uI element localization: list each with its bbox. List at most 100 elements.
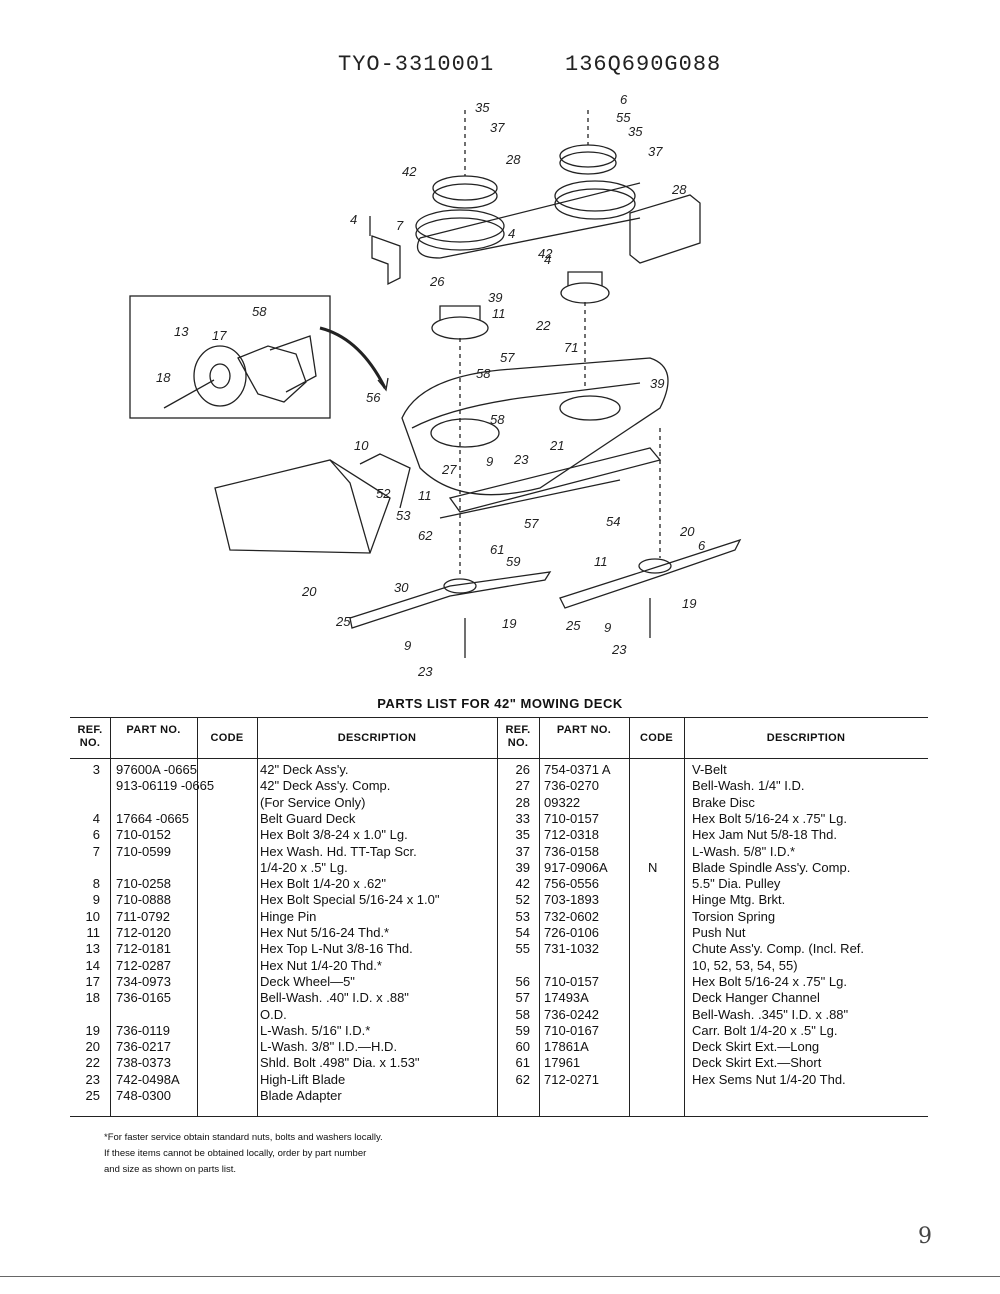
header-code: CODE <box>210 732 244 744</box>
cell-desc: Blade Spindle Ass'y. Comp. <box>692 859 851 875</box>
cell-part: 710-0152 <box>116 827 171 843</box>
cell-desc: Hinge Pin <box>260 908 317 924</box>
cell-desc: Hex Nut 5/16-24 Thd.* <box>260 925 390 940</box>
footnote-line: and size as shown on parts list. <box>104 1164 237 1175</box>
cell-ref: 7 <box>92 843 100 859</box>
cell-ref: 6 <box>92 827 100 843</box>
callout: 57 <box>500 350 515 365</box>
cell-ref: 13 <box>85 941 100 957</box>
cell-desc: Chute Ass'y. Comp. (Incl. Ref. <box>692 941 865 957</box>
footnote-line: *For faster service obtain standard nuts… <box>104 1132 383 1143</box>
cell-ref: 42 <box>515 876 530 892</box>
cell-desc: L-Wash. 5/8" I.D.* <box>692 843 796 859</box>
cell-part: 710-0157 <box>544 973 599 989</box>
deck-wheel-drawing <box>193 345 247 407</box>
callout: 28 <box>505 152 521 167</box>
cell-desc: Torsion Spring <box>692 908 776 924</box>
cell-ref: 8 <box>92 876 100 892</box>
cell-part: 736-0242 <box>544 1006 599 1022</box>
cell-ref: 60 <box>515 1039 530 1055</box>
cell-ref: 57 <box>515 990 530 1006</box>
callout: 9 <box>604 620 611 635</box>
cell-desc: 42" Deck Ass'y. <box>260 762 349 777</box>
cell-part: 710-0599 <box>116 843 171 859</box>
cell-ref: 19 <box>85 1022 100 1038</box>
cell-desc: Carr. Bolt 1/4-20 x .5" Lg. <box>692 1022 838 1038</box>
callout: 30 <box>394 580 409 595</box>
cell-part: 736-0119 <box>116 1022 170 1038</box>
cell-ref: 23 <box>85 1071 100 1087</box>
cell-desc: 1/4-20 x .5" Lg. <box>260 859 348 875</box>
callout: 54 <box>606 514 620 529</box>
callout: 21 <box>549 438 564 453</box>
cell-part: 917-0906A <box>544 859 608 875</box>
cell-desc: Hex Top L-Nut 3/8-16 Thd. <box>260 941 413 957</box>
cell-part: 97600A -0665 <box>116 762 197 777</box>
cell-part: 756-0556 <box>544 876 599 892</box>
belt-guard-drawing <box>629 194 701 264</box>
cell-ref: 37 <box>515 843 530 859</box>
cell-part: 732-0602 <box>544 908 599 924</box>
cell-part: 736-0217 <box>116 1039 171 1055</box>
cell-ref: 56 <box>515 973 530 989</box>
callout: 11 <box>418 488 432 503</box>
cell-ref: 18 <box>85 990 100 1006</box>
cell-desc: Hex Bolt 5/16-24 x .75" Lg. <box>692 810 847 826</box>
callout: 61 <box>490 542 504 557</box>
callout: 25 <box>335 614 351 629</box>
callout: 23 <box>513 452 529 467</box>
blade-right-drawing <box>559 538 742 609</box>
header-code-2: CODE <box>640 732 673 744</box>
callout: 42 <box>402 164 417 179</box>
deck-housing-drawing <box>401 357 669 496</box>
cell-part: 711-0792 <box>116 908 170 924</box>
cell-part: 17664 -0665 <box>116 810 190 826</box>
header-ref-2: REF. NO. <box>505 724 531 749</box>
parts-table: REF. NO. PART NO. CODE DESCRIPTION REF. … <box>70 717 928 1117</box>
callout: 23 <box>417 664 433 679</box>
model-code: TYO-3310001 <box>338 52 495 77</box>
parts-list-title: PARTS LIST FOR 42" MOWING DECK <box>377 696 623 711</box>
cell-ref: 35 <box>515 827 530 843</box>
cell-desc: 42" Deck Ass'y. Comp. <box>260 778 391 794</box>
callout: 19 <box>502 616 516 631</box>
callout: 4 <box>544 252 551 267</box>
cell-part: 738-0373 <box>116 1055 171 1071</box>
footer-rule <box>0 1276 1000 1277</box>
cell-part: 17493A <box>544 990 589 1006</box>
cell-ref: 4 <box>92 810 100 826</box>
cell-desc: 5.5" Dia. Pulley <box>692 876 781 892</box>
callout: 6 <box>698 538 706 553</box>
cell-part: 754-0371 A <box>544 762 611 777</box>
callout: 27 <box>441 462 457 477</box>
cell-desc: Hinge Mtg. Brkt. <box>692 892 786 908</box>
cell-part: 710-0258 <box>116 876 171 892</box>
callout: 6 <box>620 92 628 107</box>
cell-desc: Blade Adapter <box>260 1088 342 1103</box>
cell-part: 734-0973 <box>116 973 171 989</box>
cell-desc: L-Wash. 3/8" I.D.—H.D. <box>260 1039 398 1055</box>
cell-desc: L-Wash. 5/16" I.D.* <box>260 1022 371 1038</box>
cell-part: 913-06119 -0665 <box>116 778 215 794</box>
cell-desc: V-Belt <box>692 762 727 777</box>
callout: 7 <box>396 218 404 233</box>
cell-desc: (For Service Only) <box>260 794 366 810</box>
cell-ref: 22 <box>85 1055 100 1071</box>
deck-skirt-drawing <box>448 447 662 513</box>
callout: 35 <box>628 124 643 139</box>
wheel-inset-box <box>129 295 331 419</box>
callout: 9 <box>486 454 493 469</box>
callout: 18 <box>156 370 171 385</box>
callout: 58 <box>252 304 267 319</box>
callout: 37 <box>490 120 505 135</box>
callout: 53 <box>396 508 411 523</box>
header-part-2: PART NO. <box>556 724 612 736</box>
callout: 37 <box>648 144 663 159</box>
cell-ref: 27 <box>515 778 530 794</box>
cell-desc: Bell-Wash. .40" I.D. x .88" <box>260 990 409 1006</box>
header-ref: REF. NO. <box>77 724 103 749</box>
header-description-2: DESCRIPTION <box>766 732 846 744</box>
cell-part: 09322 <box>544 794 581 810</box>
callout: 11 <box>492 306 506 321</box>
callout: 56 <box>366 390 381 405</box>
